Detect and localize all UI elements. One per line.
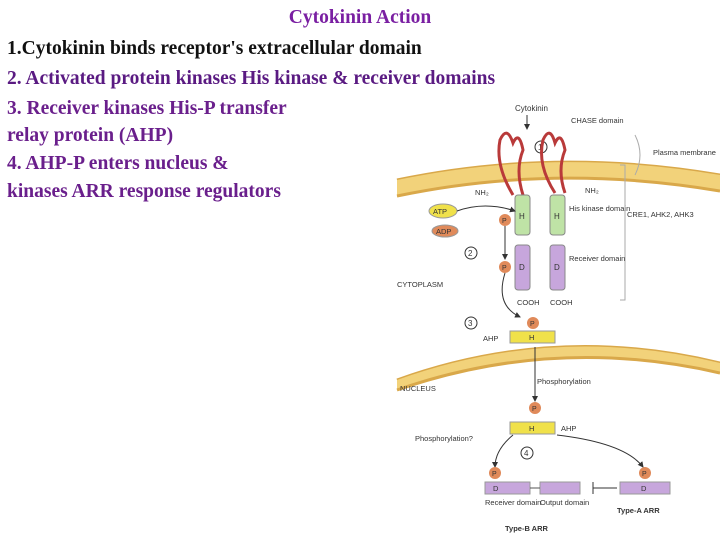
receiver-domain-bottom: Receiver domain bbox=[485, 498, 541, 507]
ahp-nuclear-box bbox=[509, 421, 556, 435]
to-type-b-arrow bbox=[492, 434, 514, 468]
step-3-text-cont: relay protein (AHP) bbox=[7, 125, 174, 146]
atp-arrow bbox=[456, 205, 516, 213]
cytoplasm-label: CYTOPLASM bbox=[397, 280, 443, 289]
membrane-inner-line bbox=[396, 176, 720, 198]
nuclear-envelope-band bbox=[397, 346, 720, 390]
chase-bracket bbox=[634, 134, 641, 176]
h-right: H bbox=[554, 212, 560, 221]
type-b-output-box bbox=[539, 481, 581, 495]
adp-ellipse bbox=[431, 224, 459, 238]
step-4-circle bbox=[520, 446, 534, 460]
receptor-right-chase bbox=[540, 131, 567, 194]
nh2-right-label: NH₂ bbox=[585, 186, 599, 195]
phosphate-his-left bbox=[499, 214, 511, 226]
plasma-membrane-label: Plasma membrane bbox=[653, 148, 716, 157]
type-b-d: D bbox=[493, 484, 499, 493]
type-a-arr-label: Type-A ARR bbox=[617, 506, 660, 515]
p-ahp: P bbox=[530, 321, 535, 328]
to-type-a-arrow bbox=[556, 434, 644, 468]
step-4-text: 4. AHP-P enters nucleus & bbox=[7, 153, 229, 174]
plasma-membrane-band bbox=[397, 162, 720, 196]
chase-domain-label: CHASE domain bbox=[571, 116, 624, 125]
type-a-d: D bbox=[641, 484, 647, 493]
cooh-right: COOH bbox=[550, 298, 573, 307]
phosphate-ahp-nuclear bbox=[529, 402, 541, 414]
phosphate-ahp bbox=[527, 317, 539, 329]
step-1-text: 1.Cytokinin binds receptor's extracellul… bbox=[7, 38, 422, 59]
nucleus-label: NUCLEUS bbox=[400, 384, 436, 393]
type-b-receiver-box bbox=[484, 481, 531, 495]
d-right: D bbox=[554, 263, 560, 272]
step-2-circle bbox=[464, 246, 478, 260]
ahp-label: AHP bbox=[483, 334, 498, 343]
step-3-number: 3 bbox=[468, 319, 473, 328]
type-b-arr-label: Type-B ARR bbox=[505, 524, 549, 533]
phosphate-type-a bbox=[639, 467, 651, 479]
his-kinase-domain-label: His kinase domain bbox=[569, 204, 630, 213]
his-kinase-left bbox=[514, 194, 531, 236]
ahp-nuclear-label: AHP bbox=[561, 424, 576, 433]
step-2-text: 2. Activated protein kinases His kinase … bbox=[7, 68, 496, 89]
step-4-text-cont: kinases ARR response regulators bbox=[7, 181, 281, 202]
his-kinase-right bbox=[549, 194, 566, 236]
to-ahp-arrow bbox=[501, 272, 521, 318]
receptor-names-label: CRE1, AHK2, AHK3 bbox=[627, 210, 694, 219]
step-3-circle bbox=[464, 316, 478, 330]
phosphorylation-q-label: Phosphorylation? bbox=[415, 434, 473, 443]
nuclear-envelope-inner bbox=[396, 355, 720, 392]
phosphate-receiver bbox=[499, 261, 511, 273]
phosphate-type-b bbox=[489, 467, 501, 479]
ahp-box bbox=[509, 330, 556, 344]
adp-label: ADP bbox=[436, 227, 451, 236]
receiver-domain-label: Receiver domain bbox=[569, 254, 625, 263]
step-4-number: 4 bbox=[524, 449, 529, 458]
step-3-text: 3. Receiver kinases His-P transfer bbox=[7, 98, 287, 119]
p-type-b: P bbox=[492, 471, 497, 478]
cooh-left: COOH bbox=[517, 298, 540, 307]
ahp-h: H bbox=[529, 333, 534, 342]
p-his-left: P bbox=[502, 218, 507, 225]
h-left: H bbox=[519, 212, 525, 221]
d-left: D bbox=[519, 263, 525, 272]
step-2-number: 2 bbox=[468, 249, 473, 258]
nh2-left-label: NH₂ bbox=[475, 188, 489, 197]
receiver-right bbox=[549, 244, 566, 291]
p-receiver: P bbox=[502, 265, 507, 272]
receiver-left bbox=[514, 244, 531, 291]
slide-title: Cytokinin Action bbox=[288, 7, 432, 28]
ahp-nuclear-h: H bbox=[529, 424, 534, 433]
cytokinin-signaling-diagram: Cytokinin CHASE domain 1 Plasma membrane… bbox=[396, 104, 720, 533]
output-domain-bottom: Output domain bbox=[540, 498, 589, 507]
receptor-left-chase bbox=[497, 131, 525, 196]
type-a-box bbox=[619, 481, 671, 495]
receptor-bracket bbox=[620, 164, 626, 301]
atp-label: ATP bbox=[433, 207, 447, 216]
cytokinin-label: Cytokinin bbox=[515, 104, 548, 113]
phosphorylation-label: Phosphorylation bbox=[537, 377, 591, 386]
p-type-a: P bbox=[642, 471, 647, 478]
p-ahp-nuclear: P bbox=[532, 406, 537, 413]
